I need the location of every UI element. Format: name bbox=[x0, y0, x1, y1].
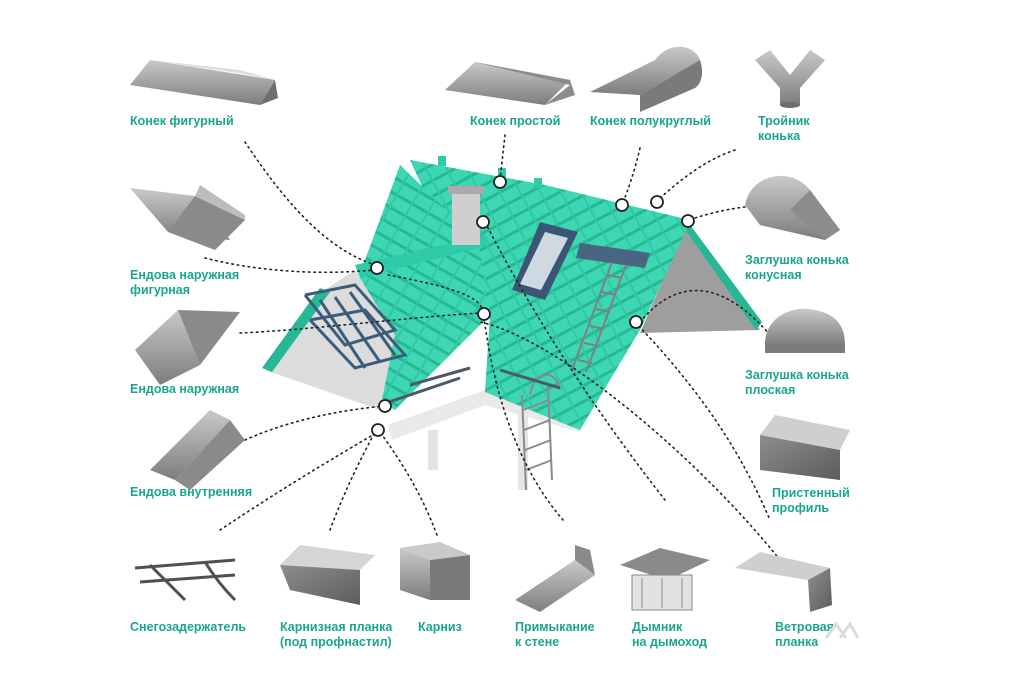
label-endova-naruzhnaya: Ендова наружная bbox=[130, 382, 239, 397]
marker bbox=[378, 399, 392, 413]
label-snegozaderzhatel: Снегозадержатель bbox=[130, 620, 246, 635]
vent bbox=[498, 168, 506, 178]
label-line: профиль bbox=[772, 501, 830, 515]
vent bbox=[438, 156, 446, 166]
label-dymnik: Дымник на дымоход bbox=[632, 620, 707, 650]
blue-frame bbox=[303, 283, 408, 370]
label-line: к стене bbox=[515, 635, 560, 649]
product-konek-polukruglyi bbox=[590, 46, 703, 112]
label-zaglushka-konka-konusnaya: Заглушка конька конусная bbox=[745, 253, 849, 283]
product-snegozaderzhatel bbox=[134, 558, 237, 602]
label-vetrovaya-planka: Ветровая планка bbox=[775, 620, 834, 650]
label-line: Конек фигурный bbox=[130, 114, 234, 128]
label-line: конька bbox=[758, 129, 801, 143]
chimney-cap bbox=[448, 186, 484, 194]
product-endova-naruzhnaya-figurnaya bbox=[130, 185, 245, 250]
label-line: фигурная bbox=[130, 283, 191, 297]
marker bbox=[615, 198, 629, 212]
dormer-ridge bbox=[355, 235, 490, 278]
label-line: Дымник bbox=[632, 620, 683, 634]
label-line: Ендова наружная bbox=[130, 268, 240, 282]
label-line: Заглушка конька bbox=[745, 368, 849, 382]
wall-ladder bbox=[521, 373, 561, 491]
label-line: Ендова внутренняя bbox=[130, 485, 253, 499]
product-endova-vnutrennyaya bbox=[150, 410, 245, 490]
product-konek-figurnyi bbox=[130, 60, 278, 105]
snow-guards bbox=[379, 366, 561, 407]
skylight-glass bbox=[520, 232, 568, 290]
product-zaglushka-konka-ploskaya bbox=[765, 308, 845, 353]
label-konek-polukruglyi: Конек полукруглый bbox=[590, 114, 711, 129]
marker bbox=[370, 261, 384, 275]
label-troinik-konka: Тройник конька bbox=[758, 114, 810, 144]
support-post bbox=[428, 430, 438, 470]
roof-ladder bbox=[571, 261, 627, 373]
product-vetrovaya-planka bbox=[735, 552, 832, 612]
label-karniz: Карниз bbox=[418, 620, 462, 635]
roof-walkway bbox=[576, 243, 650, 268]
label-primykanie-k-stene: Примыкание к стене bbox=[515, 620, 595, 650]
product-zaglushka-konka-konusnaya bbox=[745, 175, 840, 240]
label-endova-naruzhnaya-figurnaya: Ендова наружная фигурная bbox=[130, 268, 239, 298]
label-line: Карнизная планка bbox=[280, 620, 393, 634]
watermark-icon bbox=[824, 621, 860, 639]
label-line: (под профнастил) bbox=[280, 635, 392, 649]
chimney bbox=[452, 190, 480, 245]
label-line: Заглушка конька bbox=[745, 253, 849, 267]
vent bbox=[534, 178, 542, 188]
label-line: Конек простой bbox=[470, 114, 561, 128]
label-line: конусная bbox=[745, 268, 802, 282]
label-konek-prostoi: Конек простой bbox=[470, 114, 560, 129]
label-line: Ветровая bbox=[775, 620, 834, 634]
marker bbox=[629, 315, 643, 329]
callout-lines bbox=[204, 134, 781, 561]
label-line: Карниз bbox=[418, 620, 462, 634]
product-troinik-konka bbox=[755, 50, 825, 108]
product-primykanie-k-stene bbox=[515, 545, 595, 612]
label-karniznaya-planka: Карнизная планка (под профнастил) bbox=[280, 620, 392, 650]
product-karniznaya-planka bbox=[280, 545, 375, 605]
label-line: плоская bbox=[745, 383, 796, 397]
marker bbox=[371, 423, 385, 437]
label-konek-figurnyi: Конек фигурный bbox=[130, 114, 234, 129]
label-line: Снегозадержатель bbox=[130, 620, 247, 634]
product-karniz bbox=[400, 542, 470, 600]
gable-verge bbox=[684, 222, 762, 330]
product-konek-prostoi bbox=[445, 62, 575, 105]
label-line: Примыкание bbox=[515, 620, 595, 634]
label-line: Тройник bbox=[758, 114, 810, 128]
product-dymnik bbox=[620, 548, 710, 611]
watermark-logo bbox=[822, 620, 862, 642]
label-line: Конек полукруглый bbox=[590, 114, 711, 128]
label-line: планка bbox=[775, 635, 819, 649]
label-line: Ендова наружная bbox=[130, 382, 240, 396]
marker bbox=[477, 307, 491, 321]
marker bbox=[493, 175, 507, 189]
gable-end bbox=[640, 222, 760, 333]
product-endova-naruzhnaya bbox=[135, 310, 240, 385]
callout-markers bbox=[370, 175, 695, 437]
marker bbox=[650, 195, 664, 209]
label-zaglushka-konka-ploskaya: Заглушка конька плоская bbox=[745, 368, 849, 398]
label-pristennyi-profil: Пристенный профиль bbox=[772, 486, 850, 516]
product-pristennyi-profil bbox=[760, 415, 850, 480]
support-post bbox=[518, 410, 528, 490]
roof-illustration bbox=[262, 156, 762, 491]
label-endova-vnutrennyaya: Ендова внутренняя bbox=[130, 485, 252, 500]
label-line: Пристенный bbox=[772, 486, 850, 500]
label-line: на дымоход bbox=[632, 635, 708, 649]
marker bbox=[476, 215, 490, 229]
marker bbox=[681, 214, 695, 228]
